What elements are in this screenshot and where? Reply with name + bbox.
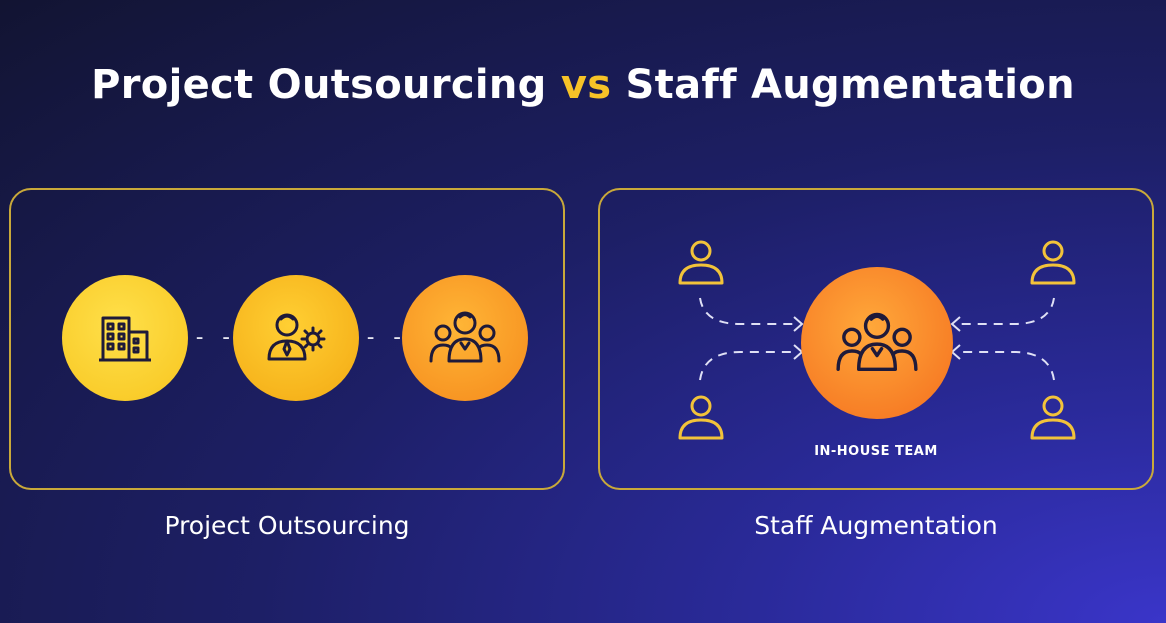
- vendor-circle: [233, 275, 359, 401]
- page-title: Project Outsourcing vs Staff Augmentatio…: [0, 62, 1166, 108]
- arrowhead: [950, 316, 961, 332]
- building-icon: [99, 316, 151, 362]
- connector-br: [958, 351, 1055, 381]
- arrowhead: [793, 316, 804, 332]
- connector-bl: [699, 351, 796, 381]
- project-outsourcing-caption: Project Outsourcing: [164, 511, 410, 540]
- project-outsourcing-panel: - - > - - >: [9, 188, 565, 490]
- team-icon: [836, 312, 918, 371]
- title-part1: Project Outsourcing: [91, 62, 547, 108]
- connector-tl: [699, 297, 796, 325]
- in-house-team-label: IN-HOUSE TEAM: [814, 444, 938, 459]
- team-icon: [429, 311, 501, 363]
- client-circle: [62, 275, 188, 401]
- title-part2: Staff Augmentation: [625, 62, 1075, 108]
- connector-tr: [958, 297, 1055, 325]
- person-gear-icon: [267, 313, 326, 361]
- team-circle: [402, 275, 528, 401]
- person-icon: [1030, 240, 1076, 285]
- person-icon: [678, 240, 724, 285]
- person-icon: [678, 395, 724, 440]
- in-house-team-circle: [801, 267, 953, 419]
- staff-augmentation-caption: Staff Augmentation: [754, 511, 998, 540]
- staff-augmentation-panel: IN-HOUSE TEAM: [598, 188, 1154, 490]
- title-vs: vs: [560, 62, 612, 108]
- person-icon: [1030, 395, 1076, 440]
- arrowhead: [950, 344, 961, 360]
